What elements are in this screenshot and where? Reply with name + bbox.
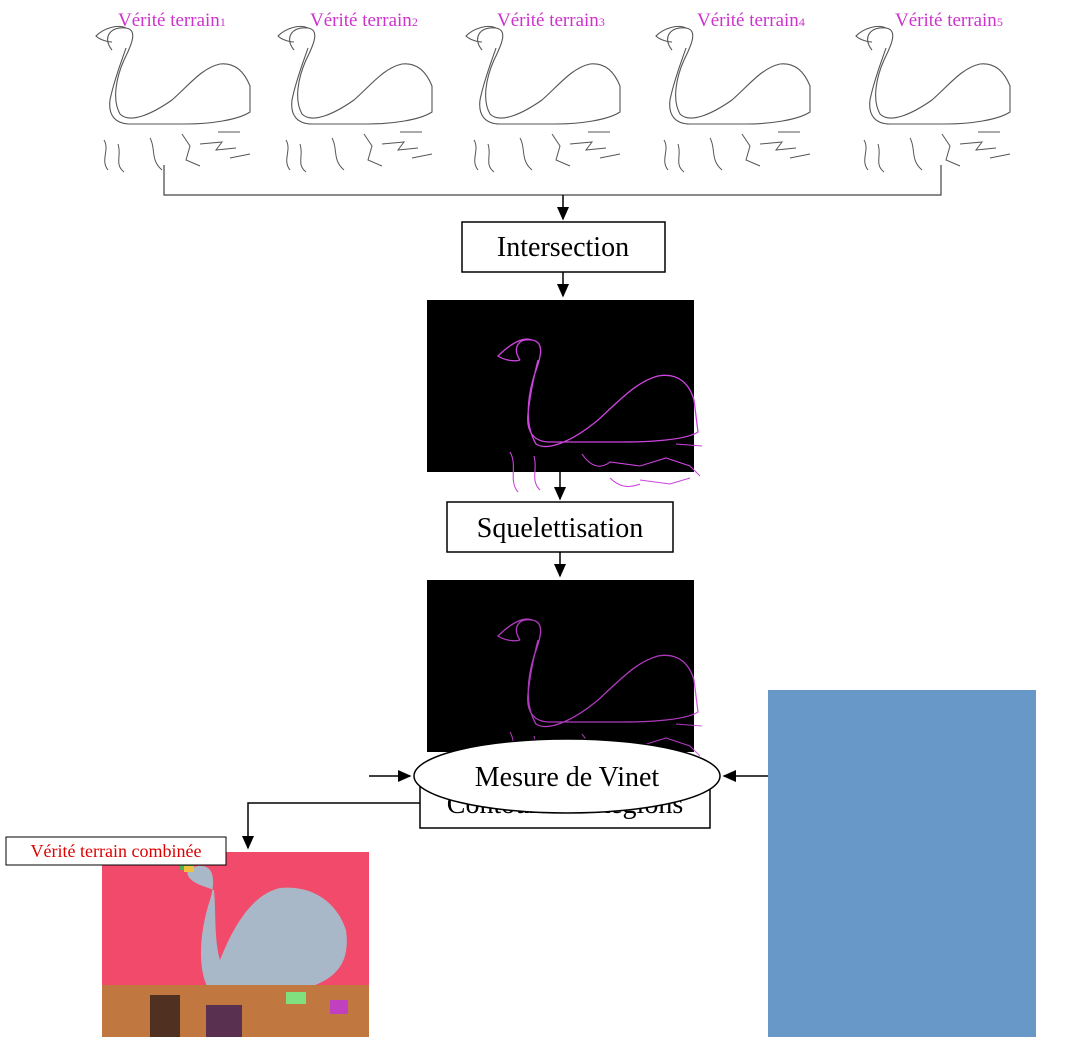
skeleton-label: Squelettisation <box>477 513 643 544</box>
bracket-connector <box>164 165 941 195</box>
intersection-image <box>427 300 702 492</box>
combined-label: Vérité terrain combinée <box>31 841 202 861</box>
combined-ground-truth-image <box>102 852 369 1037</box>
ground-truth-4: Vérité terrain4 <box>656 10 810 172</box>
ground-truth-row: Vérité terrain1 Vérité terrain2 Vérité t… <box>96 10 1010 172</box>
ground-truth-4-label: Vérité terrain4 <box>697 10 805 31</box>
ground-truth-5: Vérité terrain5 <box>856 10 1010 172</box>
vinet-measure-main: Mesure de Vinet <box>414 739 720 813</box>
intersection-label: Intersection <box>497 232 629 263</box>
intersection-box: Intersection <box>462 222 665 272</box>
combined-label-box: Vérité terrain combinée <box>6 837 226 865</box>
ground-truth-2-label: Vérité terrain2 <box>310 10 418 31</box>
ground-truth-1-label: Vérité terrain1 <box>118 10 226 31</box>
ground-truth-2: Vérité terrain2 <box>278 10 432 172</box>
ground-truth-5-label: Vérité terrain5 <box>895 10 1003 31</box>
measure-label: Mesure de Vinet <box>475 762 660 793</box>
segmented-image <box>768 690 1036 1037</box>
arrow-to-combined <box>248 803 420 848</box>
ground-truth-3: Vérité terrain3 <box>466 10 620 172</box>
ground-truth-1: Vérité terrain1 <box>96 10 250 172</box>
skeleton-box: Squelettisation <box>447 502 673 552</box>
ground-truth-3-label: Vérité terrain3 <box>497 10 605 31</box>
